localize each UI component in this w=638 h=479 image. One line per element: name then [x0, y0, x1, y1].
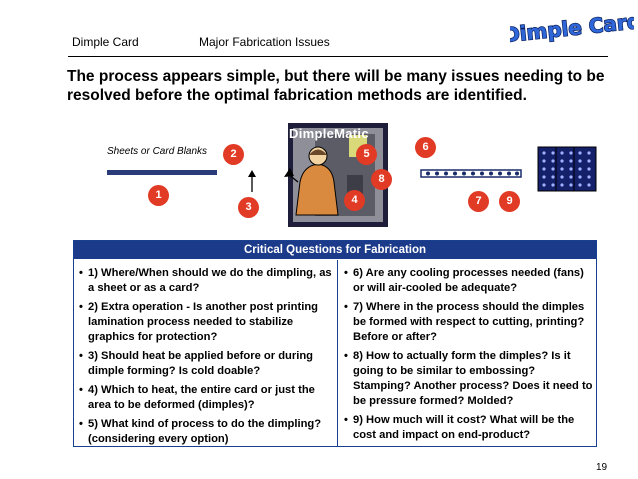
question-text: 8) How to actually form the dimples? Is …	[353, 350, 593, 407]
question-item: • 7) Where in the process should the dimp…	[344, 300, 596, 345]
bullet: •	[79, 384, 83, 396]
question-item: • 2) Extra operation - Is another post pr…	[79, 300, 337, 345]
process-diagram: Sheets or Card Blanks DimpleMatic 1 2 3 …	[0, 120, 638, 232]
question-text: 5) What kind of process to do the dimpli…	[88, 418, 322, 445]
headline: The process appears simple, but there wi…	[67, 68, 605, 104]
question-item: • 8) How to actually form the dimples? Is…	[344, 349, 596, 409]
page-number: 19	[596, 462, 608, 473]
sheet-strip	[107, 170, 217, 175]
step-badge-9: 9	[499, 191, 520, 212]
question-item: • 5) What kind of process to do the dimpl…	[79, 417, 337, 447]
question-text: 3) Should heat be applied before or duri…	[88, 350, 314, 377]
question-item: • 9) How much will it cost? What will be …	[344, 413, 596, 443]
bullet: •	[79, 301, 83, 313]
question-text: 7) Where in the process should the dimpl…	[353, 301, 585, 343]
questions-left-column: • 1) Where/When should we do the dimpling…	[74, 260, 338, 446]
finished-cards	[537, 146, 597, 192]
header-subtitle: Major Fabrication Issues	[199, 35, 330, 49]
bullet: •	[344, 414, 348, 426]
header-title: Dimple Card	[72, 35, 139, 49]
dimplematic-label: DimpleMatic	[289, 126, 369, 141]
step-badge-1: 1	[148, 185, 169, 206]
step-badge-8: 8	[371, 169, 392, 190]
bullet: •	[344, 350, 348, 362]
question-item: • 3) Should heat be applied before or dur…	[79, 349, 337, 379]
step-badge-6: 6	[415, 137, 436, 158]
feed-arrow-head	[248, 170, 256, 177]
dimpled-strip	[420, 169, 522, 178]
question-text: 1) Where/When should we do the dimpling,…	[88, 267, 332, 294]
critical-questions-table: Critical Questions for Fabrication • 1) W…	[73, 240, 597, 447]
question-item: • 1) Where/When should we do the dimpling…	[79, 266, 337, 296]
question-text: 9) How much will it cost? What will be t…	[353, 414, 575, 441]
bullet: •	[79, 418, 83, 430]
question-item: • 6) Are any cooling processes needed (fa…	[344, 266, 596, 296]
step-badge-7: 7	[468, 191, 489, 212]
sheets-label: Sheets or Card Blanks	[107, 146, 208, 157]
header-rule	[68, 56, 608, 57]
logo-text: Dimple Card	[510, 9, 634, 46]
bullet: •	[79, 267, 83, 279]
question-text: 2) Extra operation - Is another post pri…	[88, 301, 318, 343]
step-badge-2: 2	[223, 144, 244, 165]
step-badge-5: 5	[356, 144, 377, 165]
table-title: Critical Questions for Fabrication	[74, 241, 596, 259]
question-item: • 4) Which to heat, the entire card or ju…	[79, 383, 337, 413]
bullet: •	[344, 267, 348, 279]
questions-right-column: • 6) Are any cooling processes needed (fa…	[338, 260, 596, 446]
question-text: 4) Which to heat, the entire card or jus…	[88, 384, 315, 411]
bullet: •	[79, 350, 83, 362]
step-badge-3: 3	[238, 197, 259, 218]
dimple-card-logo: Dimple Card	[510, 8, 634, 46]
bullet: •	[344, 301, 348, 313]
question-text: 6) Are any cooling processes needed (fan…	[353, 267, 584, 294]
step-badge-4: 4	[344, 190, 365, 211]
